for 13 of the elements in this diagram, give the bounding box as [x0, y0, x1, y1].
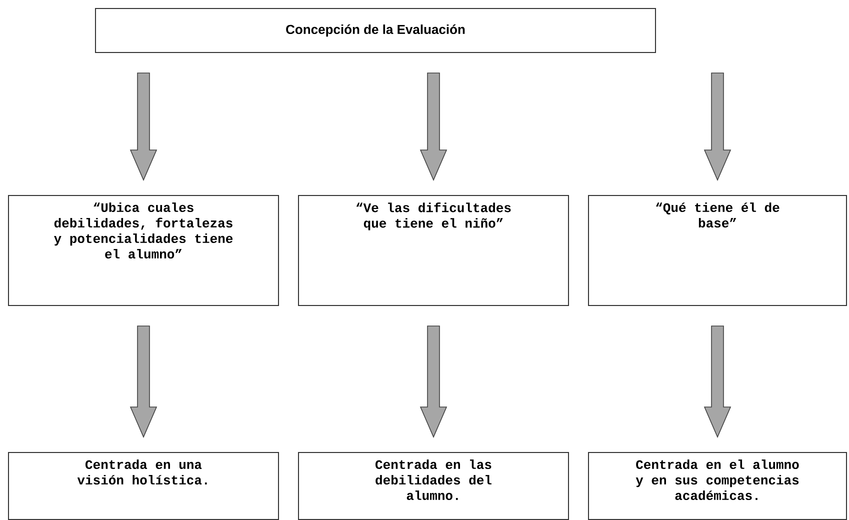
block-arrow [130, 72, 158, 181]
text-box: Centrada en una visión holística. [8, 452, 279, 520]
text-box: Centrada en las debilidades del alumno. [298, 452, 569, 520]
block-arrow [704, 72, 732, 181]
block-arrow [420, 326, 448, 438]
block-arrow [420, 72, 448, 181]
block-arrow [704, 326, 732, 438]
text-box: “Qué tiene él de base” [588, 195, 847, 306]
title-box: Concepción de la Evaluación [95, 8, 656, 53]
text-box: “Ve las dificultades que tiene el niño” [298, 195, 569, 306]
text-box: Centrada en el alumno y en sus competencias académicas. [588, 452, 847, 520]
block-arrow [130, 326, 158, 438]
text-box: “Ubica cuales debilidades, fortalezas y potencialidades tiene el alumno” [8, 195, 279, 306]
